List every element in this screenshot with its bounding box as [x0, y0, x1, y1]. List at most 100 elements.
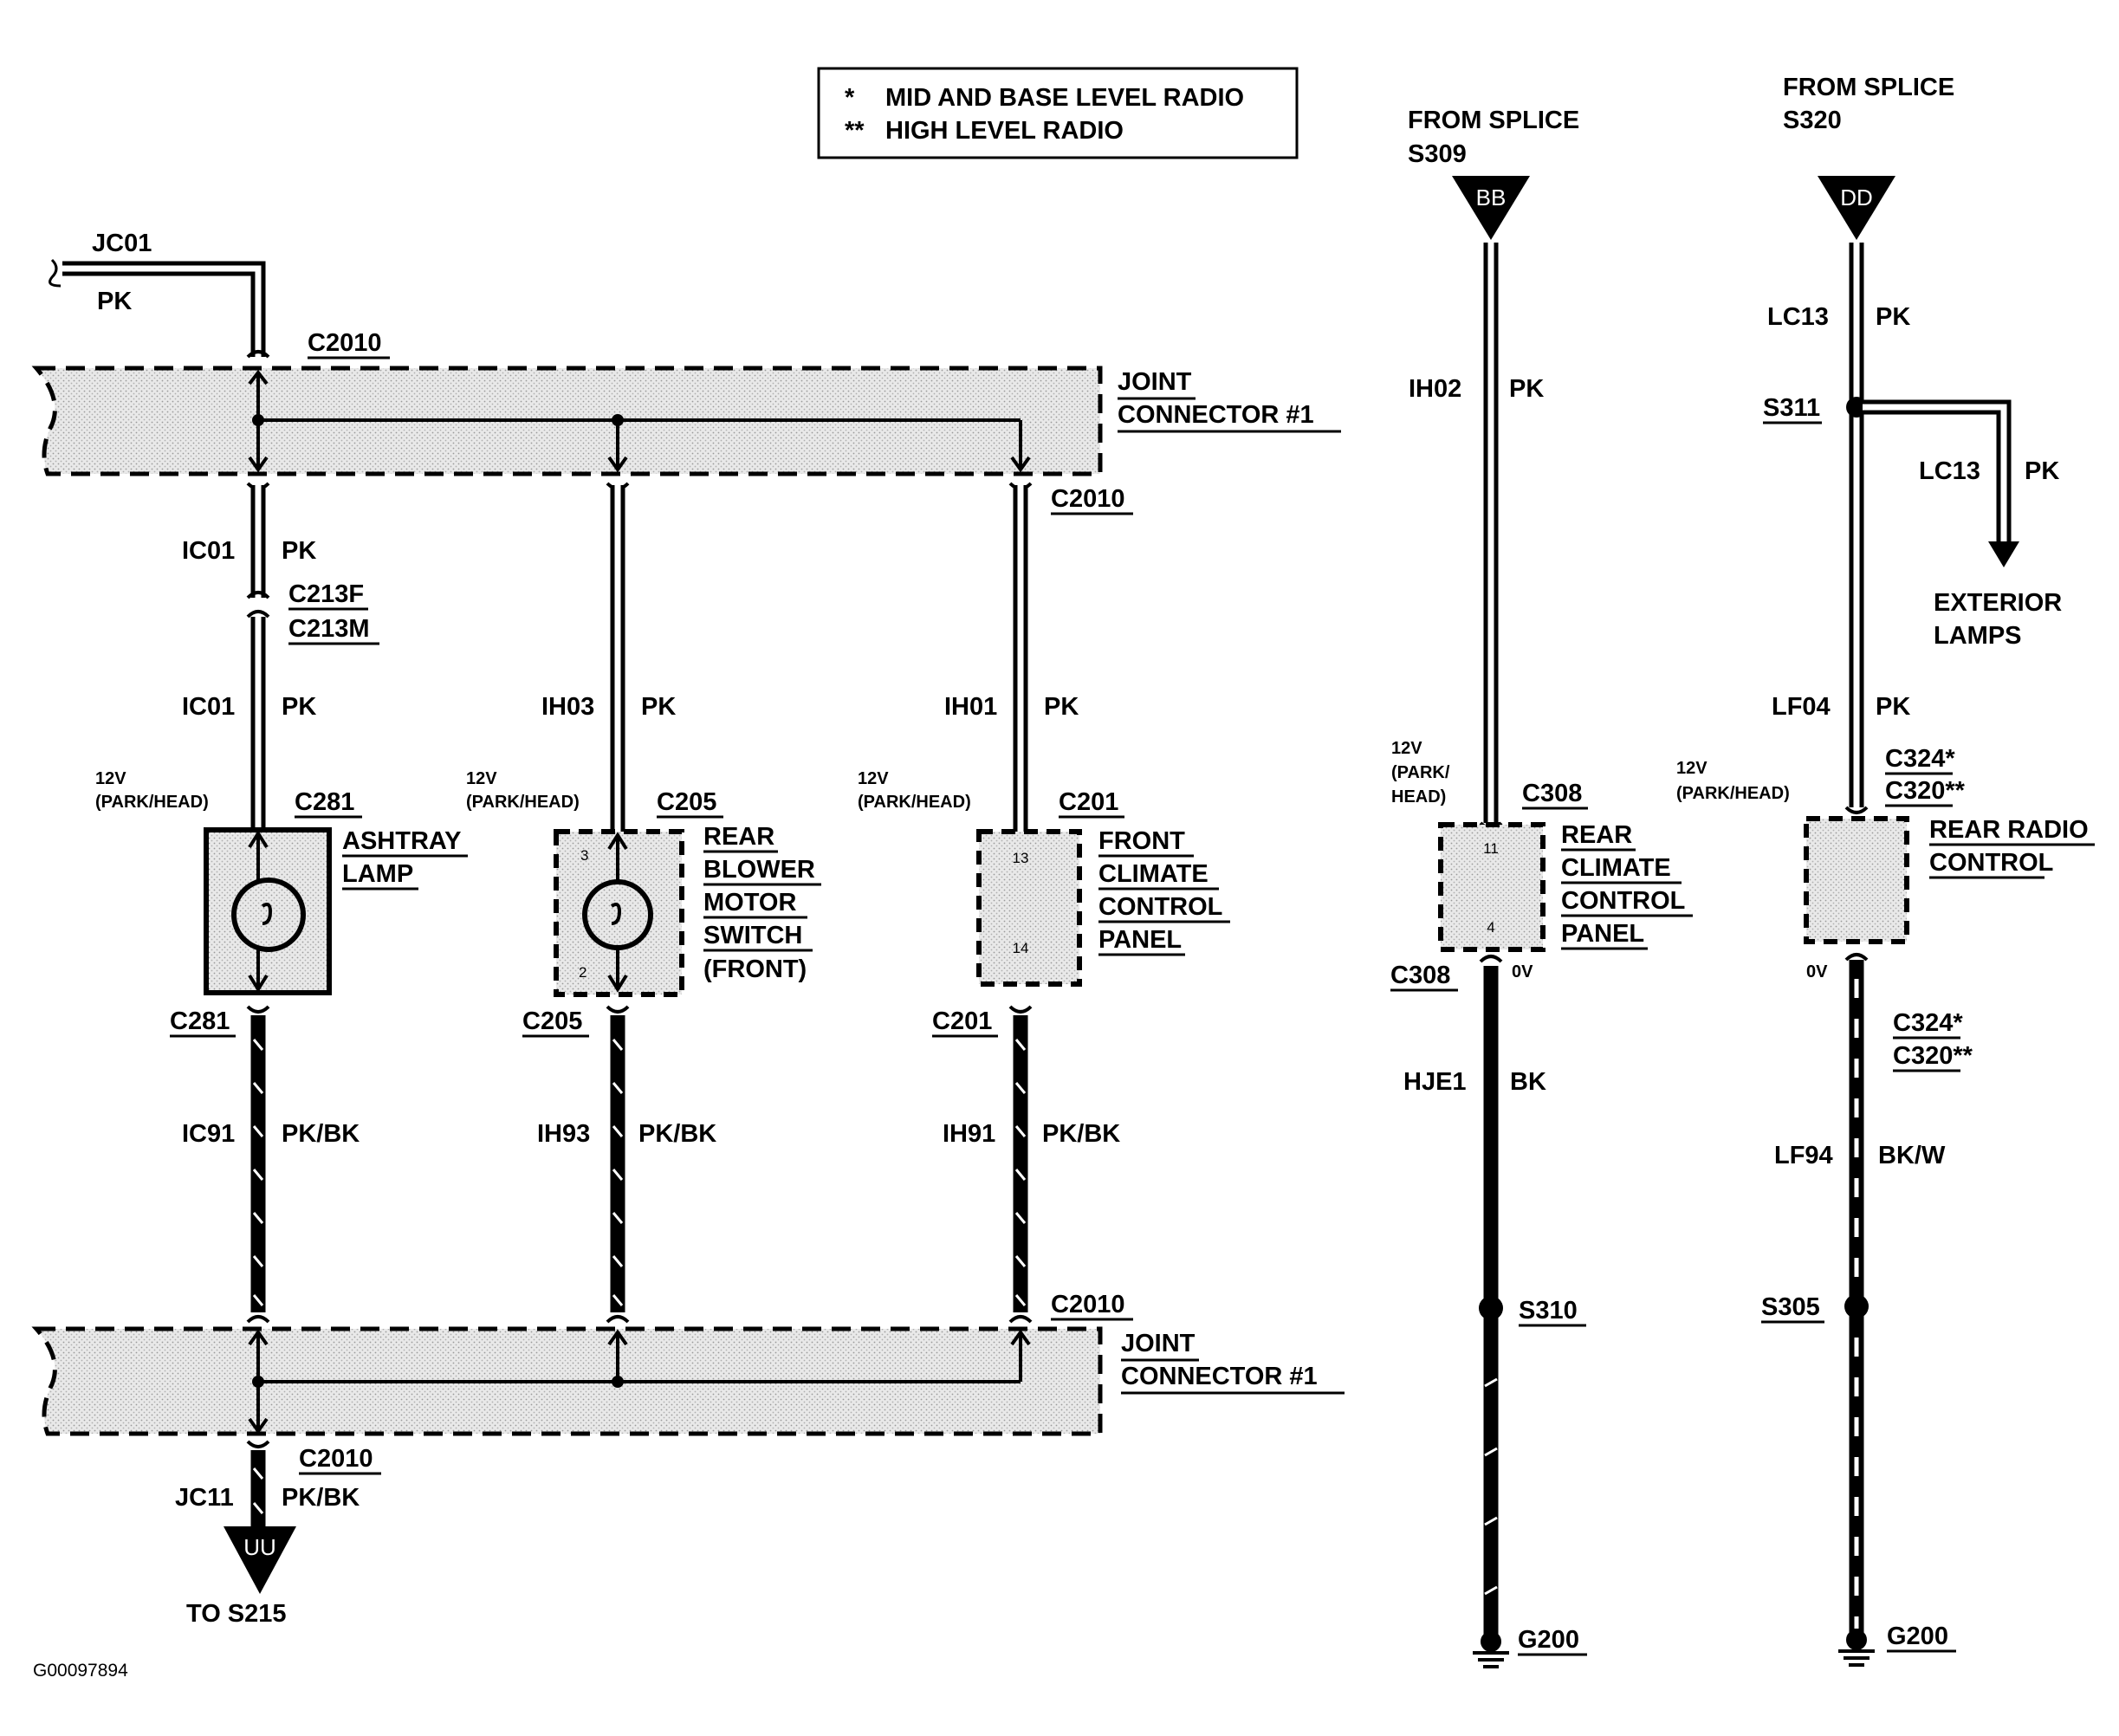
- col1-circuit-a: IC01: [182, 537, 235, 565]
- legend-box: * MID AND BASE LEVEL RADIO ** HIGH LEVEL…: [817, 67, 1299, 159]
- col1-color-b: PK: [282, 693, 316, 721]
- col2-name4: SWITCH: [703, 922, 802, 949]
- rear-radio-control-box: [1804, 816, 1909, 944]
- col5-ground: G200: [1887, 1623, 1948, 1650]
- col4-zero-v: 0V: [1512, 962, 1533, 981]
- col5-voltage: 12V: [1676, 759, 1708, 778]
- col3-color-ground: PK/BK: [1042, 1120, 1120, 1148]
- col2-conn-top: C205: [657, 788, 716, 816]
- col4-name3: CONTROL: [1561, 887, 1685, 915]
- marker-bb-label: BB: [1476, 185, 1507, 211]
- col2-pin-bottom: 2: [579, 964, 586, 981]
- col4-name2: CLIMATE: [1561, 854, 1671, 882]
- col1-name2: LAMP: [342, 860, 413, 888]
- col3-conn-bottom: C201: [932, 1007, 992, 1035]
- col3-name1: FRONT: [1098, 827, 1185, 855]
- col5-circuit-ground: LF94: [1774, 1142, 1833, 1169]
- col1-inline-m: C213M: [288, 615, 370, 643]
- jc11-dest: TO S215: [186, 1600, 287, 1628]
- col4-voltage: 12V: [1391, 739, 1422, 758]
- joint-bottom-connector: C2010: [1051, 1291, 1124, 1318]
- col2-name5: (FRONT): [703, 955, 807, 983]
- joint-top-name2: CONNECTOR #1: [1118, 401, 1314, 429]
- joint-bottom-name1: JOINT: [1121, 1330, 1196, 1357]
- output-jc11: JC11 PK/BK UU TO S215: [175, 1450, 360, 1628]
- legend-text-1: MID AND BASE LEVEL RADIO: [885, 84, 1244, 112]
- jc11-circuit: JC11: [175, 1484, 234, 1512]
- col4-name1: REAR: [1561, 821, 1632, 849]
- col5-color-ground: BK/W: [1878, 1142, 1946, 1169]
- col1-voltage: 12V: [95, 769, 126, 788]
- col1-conn-bottom: C281: [170, 1007, 230, 1035]
- col4-conn-bottom: C308: [1390, 962, 1450, 989]
- column-rear-blower-switch: IH03 PK 12V (PARK/HEAD) C205 3 2 REAR BL…: [466, 485, 821, 1312]
- col2-name2: BLOWER: [703, 856, 815, 884]
- col4-from1: FROM SPLICE: [1408, 107, 1579, 134]
- col5-splice: S311: [1763, 394, 1820, 422]
- col1-color-a: PK: [282, 537, 316, 565]
- col3-circuit-ground: IH91: [943, 1120, 995, 1148]
- ground-icon: [1838, 1629, 1875, 1667]
- figure-id: G00097894: [33, 1661, 128, 1681]
- col3-color: PK: [1044, 693, 1079, 721]
- col5-color-b: PK: [1876, 693, 1910, 721]
- legend-text-2: HIGH LEVEL RADIO: [885, 117, 1124, 145]
- col5-zero-v: 0V: [1806, 962, 1828, 981]
- col2-name1: REAR: [703, 823, 774, 851]
- col5-branch-color: PK: [2025, 457, 2059, 485]
- col1-circuit-ground: IC91: [182, 1120, 235, 1148]
- col4-ground: G200: [1518, 1626, 1579, 1654]
- col2-mode: (PARK/HEAD): [466, 793, 580, 812]
- col2-color-ground: PK/BK: [638, 1120, 716, 1148]
- splice-s310-dot: [1479, 1296, 1503, 1320]
- joint-top-connector: C2010: [308, 329, 381, 357]
- branch-arrow: [1988, 541, 2019, 567]
- col4-color-ground: BK: [1510, 1068, 1546, 1096]
- col3-name4: PANEL: [1098, 926, 1182, 954]
- col3-mode: (PARK/HEAD): [858, 793, 971, 812]
- col5-from2: S320: [1783, 107, 1842, 134]
- col2-pin-top: 3: [580, 847, 588, 864]
- jc01-input-wire: JC01 PK: [49, 230, 266, 357]
- col5-conn-top1: C324*: [1885, 745, 1955, 773]
- col5-branch-dest1: EXTERIOR: [1934, 589, 2062, 617]
- front-climate-panel-box: [976, 829, 1082, 987]
- col1-conn-top: C281: [295, 788, 354, 816]
- column-rear-climate-panel: FROM SPLICE S309 BB IH02 PK 12V (PARK/ H…: [1390, 107, 1693, 1668]
- col1-circuit-b: IC01: [182, 693, 235, 721]
- col2-circuit: IH03: [541, 693, 594, 721]
- rear-climate-panel-box: [1438, 822, 1546, 952]
- col1-color-ground: PK/BK: [282, 1120, 360, 1148]
- joint-bottom-name2: CONNECTOR #1: [1121, 1363, 1318, 1390]
- col5-branch-dest2: LAMPS: [1934, 622, 2022, 650]
- col5-conn-bottom2: C320**: [1893, 1042, 1973, 1070]
- col5-conn-bottom1: C324*: [1893, 1009, 1963, 1037]
- column-front-climate-panel: IH01 PK 12V (PARK/HEAD) C201 13 14 FRONT…: [858, 485, 1230, 1312]
- col1-name1: ASHTRAY: [342, 827, 462, 855]
- col3-pin-bottom: 14: [1013, 940, 1029, 956]
- col4-pin-bottom: 4: [1487, 919, 1494, 936]
- joint-top-connector-right: C2010: [1051, 485, 1124, 513]
- jc01-color: PK: [97, 288, 132, 315]
- col5-from1: FROM SPLICE: [1783, 74, 1954, 101]
- marker-dd-label: DD: [1840, 185, 1873, 211]
- col4-circuit-ground: HJE1: [1403, 1068, 1467, 1096]
- col2-circuit-ground: IH93: [537, 1120, 590, 1148]
- col4-from2: S309: [1408, 140, 1467, 168]
- col3-name3: CONTROL: [1098, 893, 1222, 921]
- col4-splice: S310: [1519, 1297, 1578, 1325]
- joint-connector-bottom: JOINT CONNECTOR #1 C2010 C2010: [31, 1291, 1345, 1475]
- col4-color: PK: [1509, 375, 1544, 403]
- col5-circuit-a: LC13: [1767, 303, 1829, 331]
- column-ashtray-lamp: IC01 PK C213F C213M IC01 PK 12V (PARK/HE…: [95, 485, 468, 1312]
- col2-name3: MOTOR: [703, 889, 796, 917]
- col3-circuit: IH01: [944, 693, 997, 721]
- column-rear-radio-control: FROM SPLICE S320 DD LC13 PK S311 LC13 PK…: [1676, 74, 2095, 1667]
- col4-conn-top: C308: [1522, 780, 1582, 807]
- col3-name2: CLIMATE: [1098, 860, 1209, 888]
- connector-marks-bottom: [246, 1315, 1033, 1448]
- col4-mode2: HEAD): [1391, 787, 1446, 806]
- col3-pin-top: 13: [1013, 850, 1029, 866]
- ground-icon: [1473, 1631, 1509, 1668]
